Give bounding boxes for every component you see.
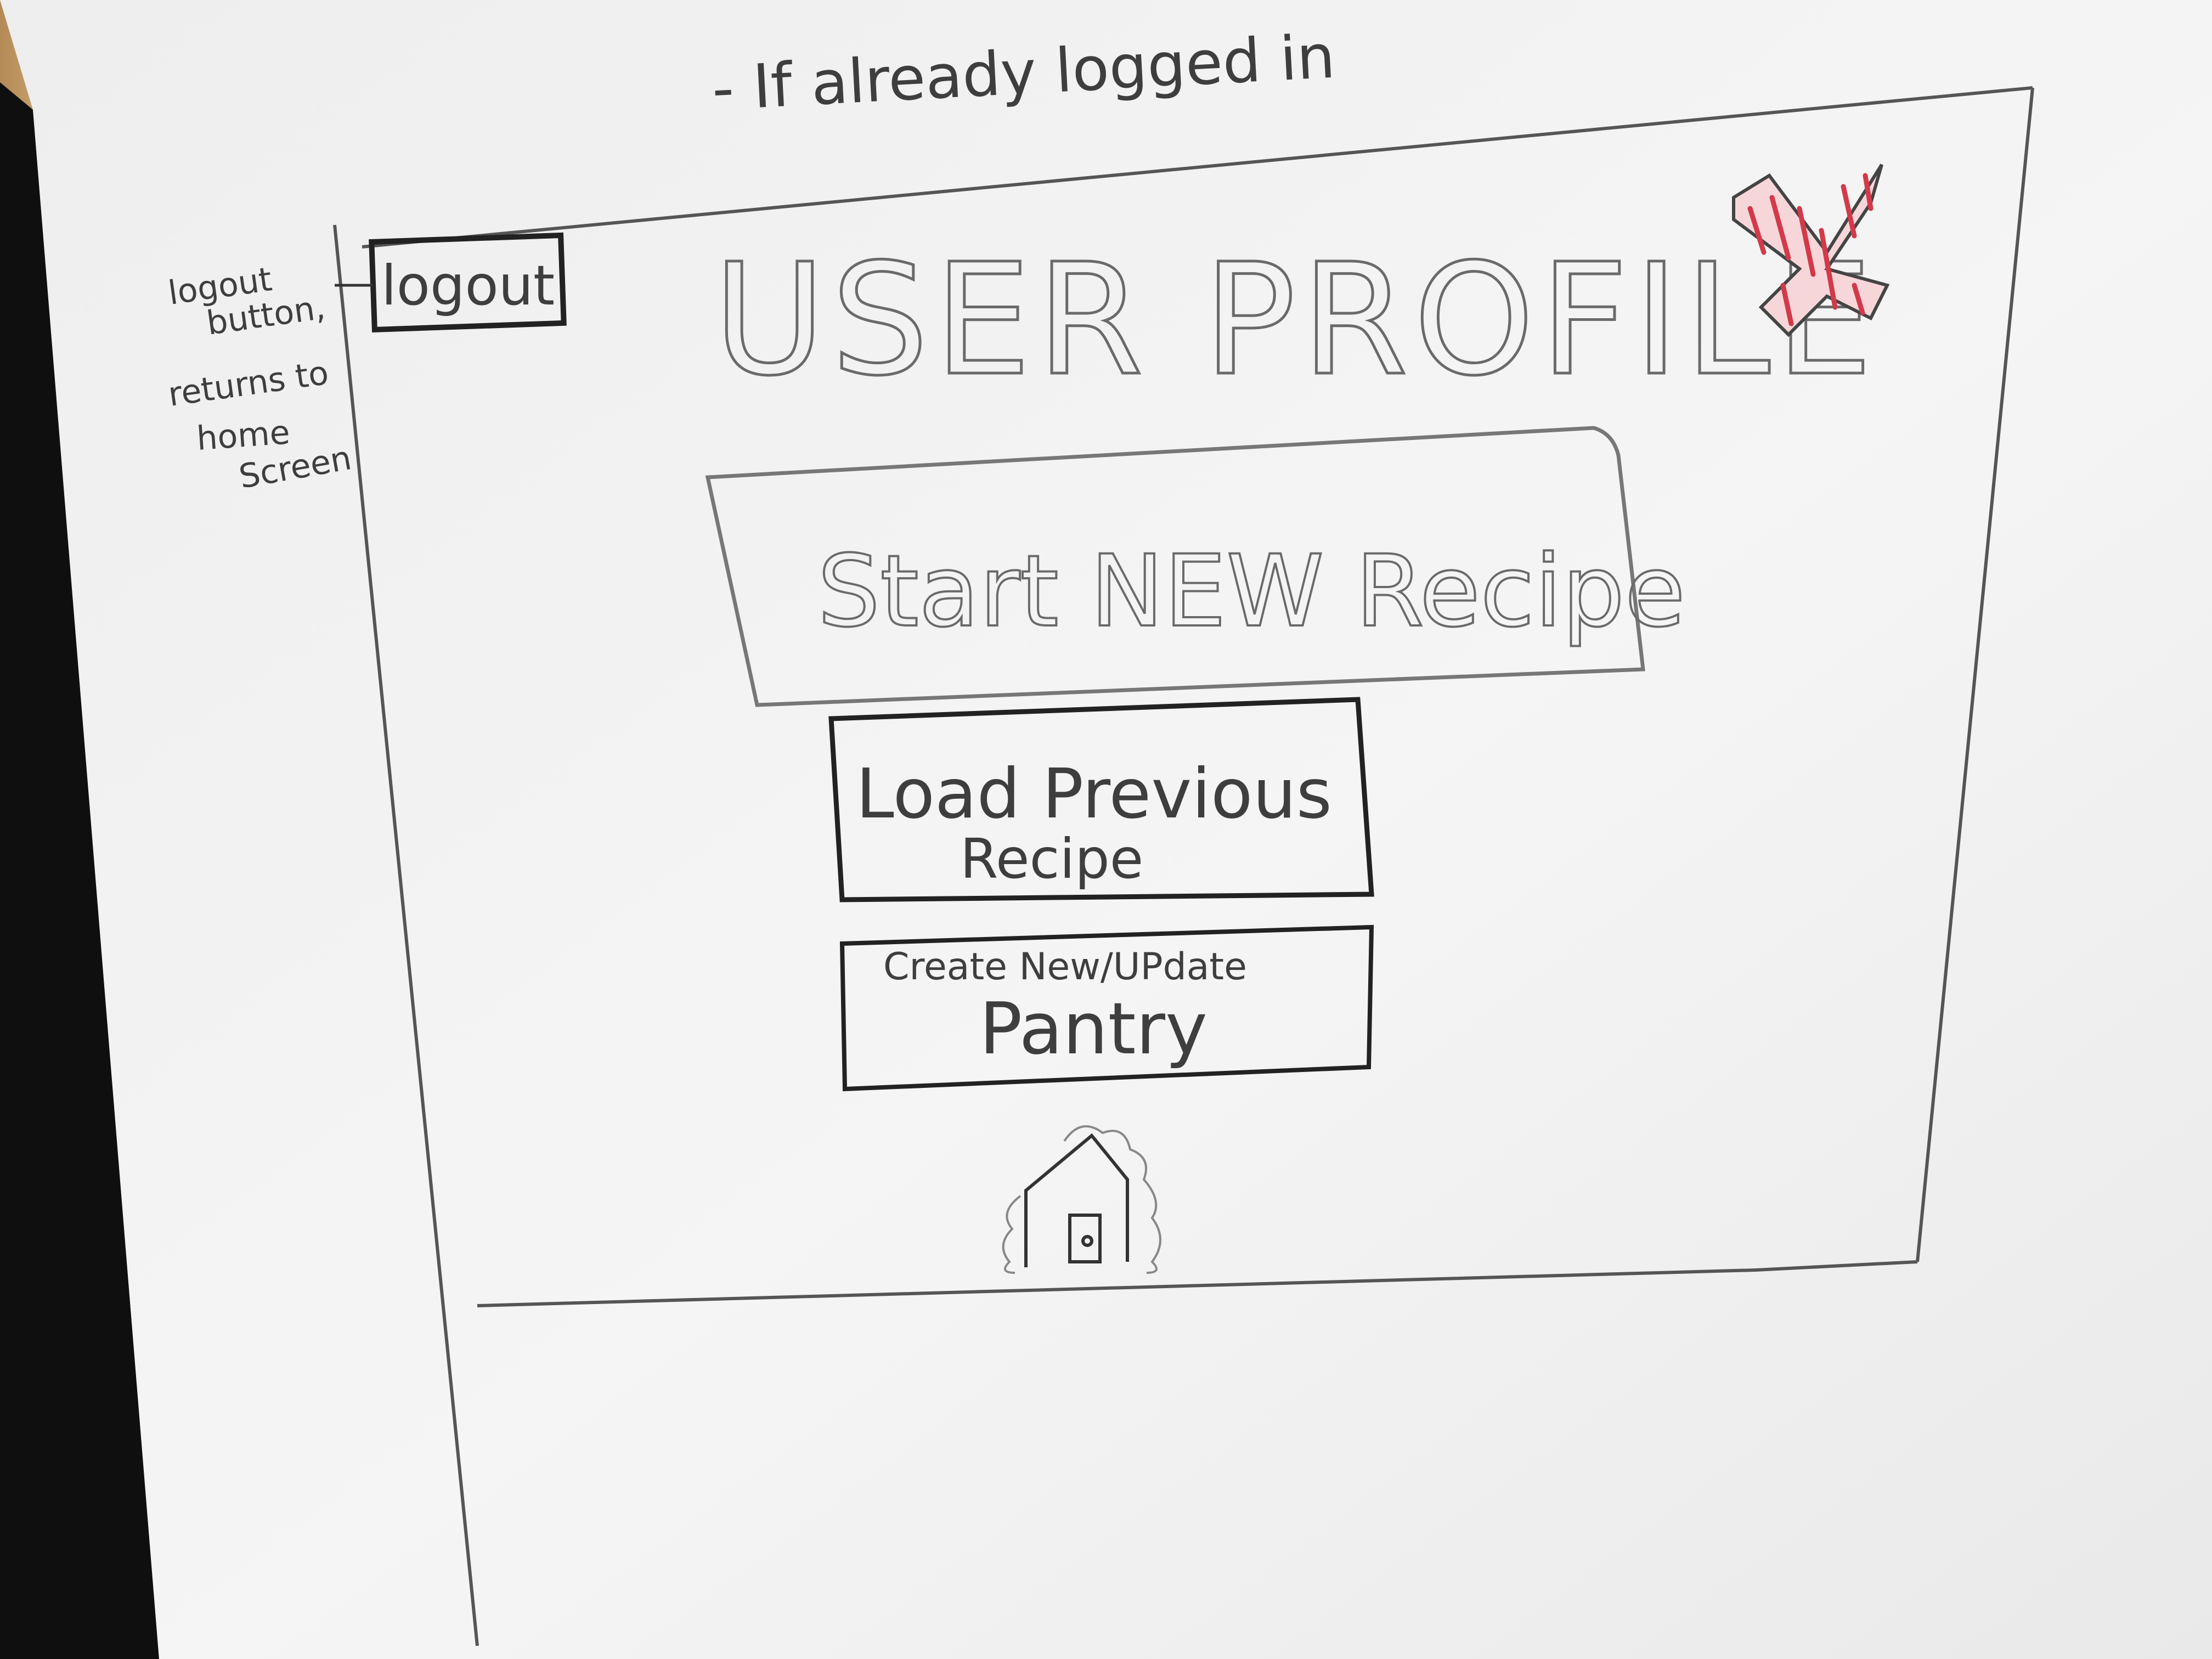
logout-label: logout [381, 253, 555, 318]
note-left-line: home [195, 413, 291, 458]
screen-outline [333, 86, 2034, 1646]
x-close-icon[interactable] [1732, 163, 1890, 337]
easel-frame [0, 82, 159, 1659]
start-new-recipe-button[interactable]: Start NEW Recipe [705, 426, 1686, 707]
start-new-recipe-label: Start NEW Recipe [817, 534, 1685, 649]
pantry-button[interactable]: Create New/UPdate Pantry [839, 924, 1374, 1092]
pantry-big-label: Pantry [979, 987, 1207, 1070]
load-previous-recipe-line2: Recipe [960, 827, 1143, 891]
home-icon[interactable] [1002, 1125, 1161, 1274]
pantry-small-label: Create New/UPdate [883, 945, 1247, 989]
logout-button[interactable]: logout [335, 232, 567, 333]
load-previous-recipe-button[interactable]: Load Previous Recipe [828, 697, 1374, 902]
page-title: USER PROFILE [713, 231, 1878, 410]
load-previous-recipe-line1: Load Previous [856, 754, 1332, 834]
note-left: logout button, returns to home Screen [166, 260, 354, 496]
